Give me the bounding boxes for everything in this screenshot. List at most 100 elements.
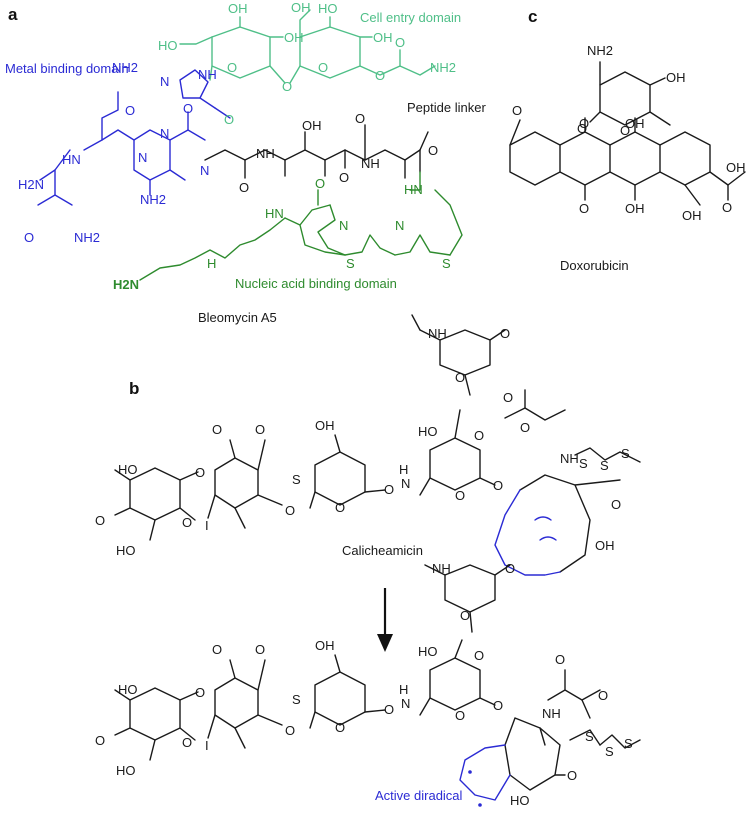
- atom-o: O: [428, 143, 438, 158]
- nucleic-binding-region: HN HN O N N S S H N H2N: [113, 171, 463, 292]
- atom-o: O: [315, 176, 325, 191]
- atom-o: O: [125, 103, 135, 118]
- peptide-chain: NH OH O NH O O O OH: [204, 111, 438, 195]
- atom-ho: HO: [116, 543, 136, 558]
- atom-o: O: [384, 482, 394, 497]
- atom-n: N: [401, 696, 410, 711]
- atom-oh: OH: [625, 201, 645, 216]
- atom-o: O: [598, 688, 608, 703]
- atom-o: O: [493, 478, 503, 493]
- atom-o: O: [579, 116, 589, 131]
- atom-s: S: [605, 744, 614, 759]
- atom-nh2: NH2: [112, 60, 138, 75]
- atom-nh: NH: [542, 706, 561, 721]
- atom-o: O: [611, 497, 621, 512]
- atom-o: O: [500, 326, 510, 341]
- atom-n: N: [395, 218, 404, 233]
- atom-o: O: [505, 561, 515, 576]
- atom-o: O: [318, 60, 328, 75]
- atom-o: O: [460, 608, 470, 623]
- atom-n: N: [160, 126, 169, 141]
- atom-ho: HO: [158, 38, 178, 53]
- atom-o: O: [493, 698, 503, 713]
- metal-binding-region: NH2 O HN N N NH2 H2N O NH2 O N H: [18, 60, 209, 245]
- atom-o: O: [182, 515, 192, 530]
- atom-o: O: [224, 112, 234, 127]
- atom-o: O: [212, 422, 222, 437]
- atom-o: O: [95, 513, 105, 528]
- atom-n: N: [200, 163, 209, 178]
- atom-o: O: [227, 60, 237, 75]
- atom-ho: HO: [118, 462, 138, 477]
- atom-nh: NH: [361, 156, 380, 171]
- atom-ho: HO: [318, 1, 338, 16]
- atom-ho: HO: [510, 793, 530, 808]
- calicheamicin-structure: HO O HO O O O O I O S OH O O H N NH O O: [95, 314, 641, 576]
- atom-oh: OH: [373, 30, 393, 45]
- atom-o: O: [512, 103, 522, 118]
- atom-o: O: [285, 723, 295, 738]
- atom-o: O: [474, 428, 484, 443]
- atom-o: O: [335, 720, 345, 735]
- atom-h: H: [399, 462, 408, 477]
- atom-s: S: [292, 692, 301, 707]
- atom-o: O: [239, 180, 249, 195]
- atom-nh: NH: [256, 146, 275, 161]
- atom-n: N: [401, 476, 410, 491]
- atom-o: O: [455, 708, 465, 723]
- atom-ho: HO: [418, 424, 438, 439]
- label-doxorubicin: Doxorubicin: [560, 258, 629, 273]
- atom-oh: OH: [291, 0, 311, 15]
- label-metal-binding-domain: Metal binding domain: [5, 61, 129, 76]
- atom-o: O: [195, 465, 205, 480]
- atom-ho: HO: [418, 644, 438, 659]
- atom-o: O: [455, 488, 465, 503]
- atom-o: O: [555, 652, 565, 667]
- active-diradical-structure: NH O O HO O HO O O O O I O S OH O O H: [95, 561, 641, 808]
- atom-ho: HO: [118, 682, 138, 697]
- atom-o: O: [212, 642, 222, 657]
- atom-o: O: [503, 390, 513, 405]
- atom-h: H: [207, 256, 216, 271]
- atom-hn: HN: [265, 206, 284, 221]
- atom-o: O: [285, 503, 295, 518]
- atom-s: S: [346, 256, 355, 271]
- label-nucleic-acid-binding-domain: Nucleic acid binding domain: [235, 276, 397, 291]
- reaction-arrow: [377, 588, 393, 652]
- atom-s: S: [600, 458, 609, 473]
- cell-entry-sugars: OH OH HO O O OH HO OH O O O NH2: [158, 0, 456, 94]
- atom-oh: OH: [682, 208, 702, 223]
- atom-oh: OH: [595, 538, 615, 553]
- atom-o: O: [335, 500, 345, 515]
- atom-o: O: [95, 733, 105, 748]
- atom-nh: NH: [198, 67, 217, 82]
- atom-hn: HN: [404, 182, 423, 197]
- atom-o: O: [395, 35, 405, 50]
- atom-nh: NH: [432, 561, 451, 576]
- atom-o: O: [255, 642, 265, 657]
- atom-s: S: [579, 456, 588, 471]
- atom-oh: OH: [302, 118, 322, 133]
- atom-o: O: [474, 648, 484, 663]
- atom-nh: NH: [428, 326, 447, 341]
- atom-oh: OH: [315, 418, 335, 433]
- atom-o: O: [355, 111, 365, 126]
- atom-nh2: NH2: [587, 43, 613, 58]
- atom-hn: HN: [62, 152, 81, 167]
- atom-nh2: NH2: [74, 230, 100, 245]
- label-active-diradical: Active diradical: [375, 788, 463, 803]
- atom-n: N: [138, 150, 147, 165]
- atom-oh: OH: [726, 160, 746, 175]
- atom-nh2: NH2: [430, 60, 456, 75]
- imidazole-ring: N NH O: [160, 67, 234, 127]
- atom-oh: OH: [284, 30, 304, 45]
- atom-o: O: [255, 422, 265, 437]
- atom-h2n: H2N: [113, 277, 139, 292]
- atom-s: S: [624, 736, 633, 751]
- atom-o: O: [24, 230, 34, 245]
- atom-ho: HO: [116, 763, 136, 778]
- atom-o: O: [182, 735, 192, 750]
- atom-n: N: [160, 74, 169, 89]
- atom-o: O: [339, 170, 349, 185]
